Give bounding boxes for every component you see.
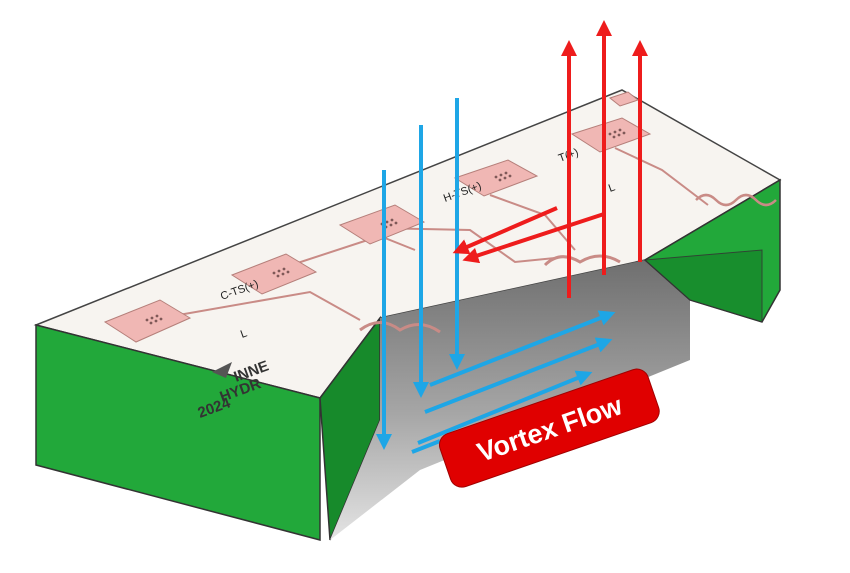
downflow-arrows: [376, 98, 465, 450]
vortex-arrow: [411, 439, 441, 454]
callout-box: [438, 368, 660, 488]
vortex-arrow: [429, 310, 616, 387]
chip-right-inner-face: [643, 249, 763, 323]
inflow-arrow: [452, 206, 558, 255]
vortex-arrow: [424, 337, 613, 414]
small-mark: L: [239, 327, 249, 340]
vortex-arrow: [417, 370, 593, 445]
inflow-arrow: [462, 212, 605, 264]
small-mark: L: [607, 181, 617, 194]
pad-grid-dots: [145, 128, 626, 325]
logo-mark-icon: [212, 362, 232, 378]
vortex-arrows: [411, 310, 616, 454]
upflow-arrows: [452, 20, 648, 298]
